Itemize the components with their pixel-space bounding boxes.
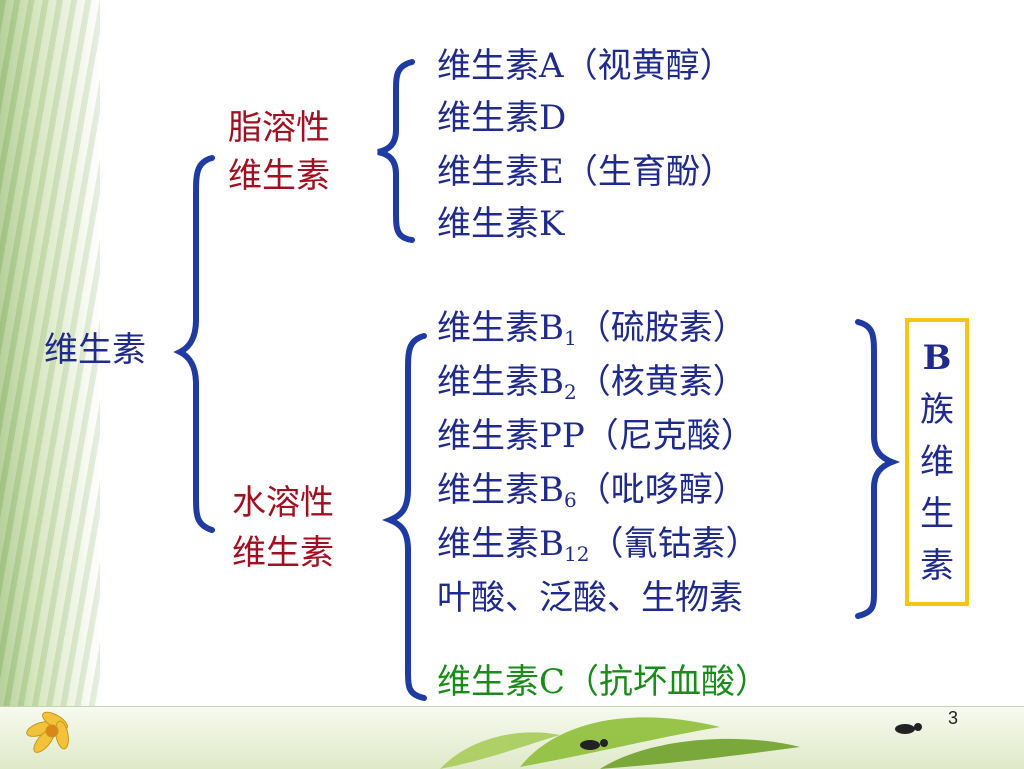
b-group-char: 素 (920, 546, 954, 586)
water-c-note: （抗坏血酸） (565, 662, 770, 702)
fat-item-note: （视黄醇） (563, 46, 734, 86)
fat-item-name: 维生素D (437, 98, 567, 138)
fat-item-name: 维生素A (437, 46, 564, 86)
fat-soluble-label-line2: 维生素 (228, 156, 330, 196)
water-item-subscript: 12 (564, 542, 590, 566)
water-item-name: 维生素B (437, 308, 564, 348)
water-b-item: 维生素B12（氰钴素） (437, 518, 759, 570)
fat-item-note: （生育酚） (563, 152, 734, 192)
water-item-name: 维生素PP (437, 416, 585, 456)
fat-item-name: 维生素K (437, 204, 565, 244)
water-soluble-label-line2: 维生素 (232, 533, 334, 573)
water-b-item: 维生素B6（吡哆醇） (437, 464, 747, 516)
water-item-note: （吡哆醇） (576, 470, 747, 510)
page-number: 3 (948, 708, 959, 728)
water-item-note: （硫胺素） (576, 308, 747, 348)
b-group-brace (855, 319, 901, 619)
b-group-box: B 族 维 生 素 (905, 318, 969, 606)
water-item-note: （氰钴素） (589, 524, 760, 564)
water-item-subscript: 6 (564, 488, 577, 512)
fat-item: 维生素A（视黄醇） (437, 40, 734, 92)
water-item-subscript: 2 (564, 380, 577, 404)
water-item-note: （核黄素） (576, 362, 747, 402)
water-b-item: 叶酸、泛酸、生物素 (437, 572, 743, 624)
root-label: 维生素 (44, 330, 146, 370)
fat-item-name: 维生素E (437, 152, 564, 192)
fat-item: 维生素E（生育酚） (437, 146, 734, 198)
water-item-name: 维生素B (437, 524, 564, 564)
main-brace (173, 155, 215, 533)
bottom-decor-band (0, 706, 1024, 769)
b-group-char: 族 (920, 390, 954, 430)
b-group-char: B (922, 338, 952, 378)
fat-item: 维生素D (437, 92, 566, 144)
water-item-subscript: 1 (564, 326, 577, 350)
water-c-name: 维生素C (437, 662, 566, 702)
water-c-item: 维生素C（抗坏血酸） (437, 656, 769, 708)
water-item-name: 叶酸、泛酸、生物素 (437, 578, 743, 618)
water-soluble-label-line1: 水溶性 (232, 483, 334, 523)
fat-soluble-brace (377, 59, 415, 243)
water-item-name: 维生素B (437, 470, 564, 510)
water-b-item: 维生素B1（硫胺素） (437, 302, 747, 354)
water-b-item: 维生素PP（尼克酸） (437, 410, 755, 462)
background-foliage-strip (0, 0, 100, 768)
fat-soluble-label-line1: 脂溶性 (228, 108, 330, 148)
decor-leaves-icon (26, 711, 922, 769)
b-group-char: 生 (920, 494, 954, 534)
water-b-item: 维生素B2（核黄素） (437, 356, 747, 408)
fat-item: 维生素K (437, 198, 564, 250)
b-group-char: 维 (920, 442, 954, 482)
water-soluble-brace (381, 333, 427, 701)
water-item-name: 维生素B (437, 362, 564, 402)
water-item-note: （尼克酸） (584, 416, 755, 456)
